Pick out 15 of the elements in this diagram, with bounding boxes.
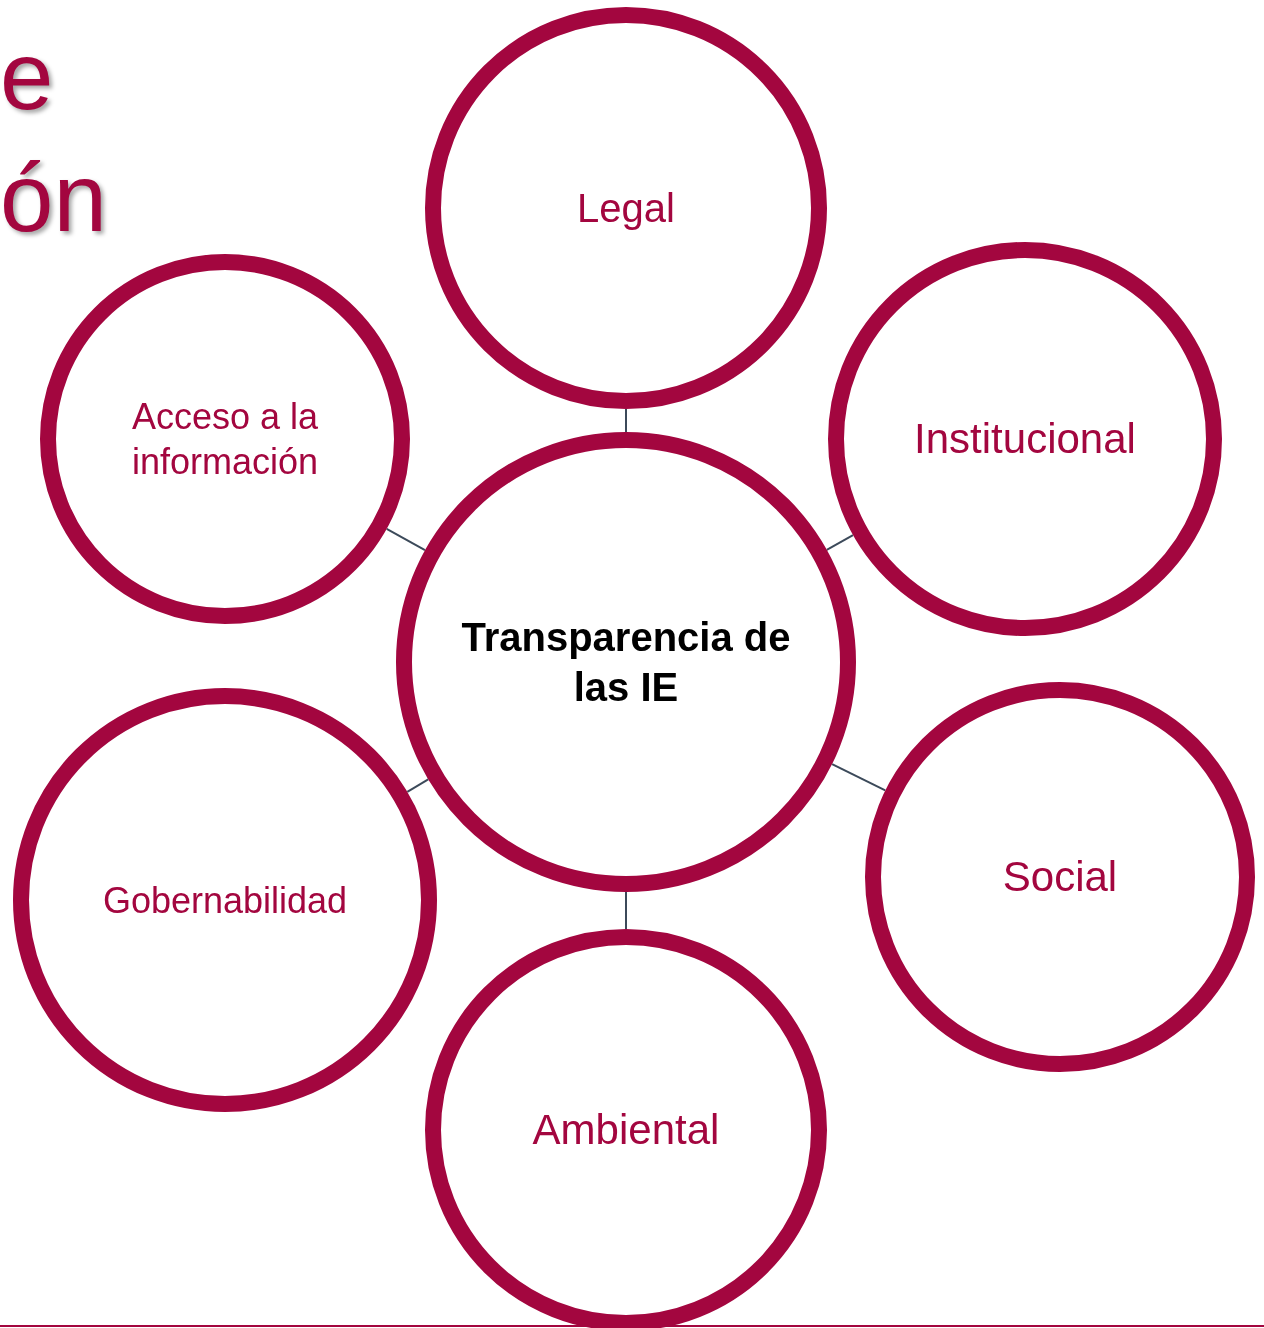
central-label: Transparencia de las IE — [460, 614, 792, 711]
circle-label: Ambiental — [532, 1104, 720, 1155]
connector-line — [825, 534, 855, 551]
circle-label: Acceso a la información — [130, 395, 320, 484]
connector-line — [406, 778, 430, 793]
connector-line — [831, 763, 887, 792]
connector-line — [625, 408, 627, 433]
title-fragment: ón — [0, 150, 107, 246]
circle-label: Social — [1002, 851, 1118, 902]
circle-label: Gobernabilidad — [102, 878, 348, 923]
title-fragment: e — [0, 28, 54, 124]
circle-label: Institucional — [914, 413, 1136, 464]
connector-line — [625, 891, 627, 930]
connector-line — [385, 527, 426, 552]
circle-label: Legal — [577, 185, 675, 232]
